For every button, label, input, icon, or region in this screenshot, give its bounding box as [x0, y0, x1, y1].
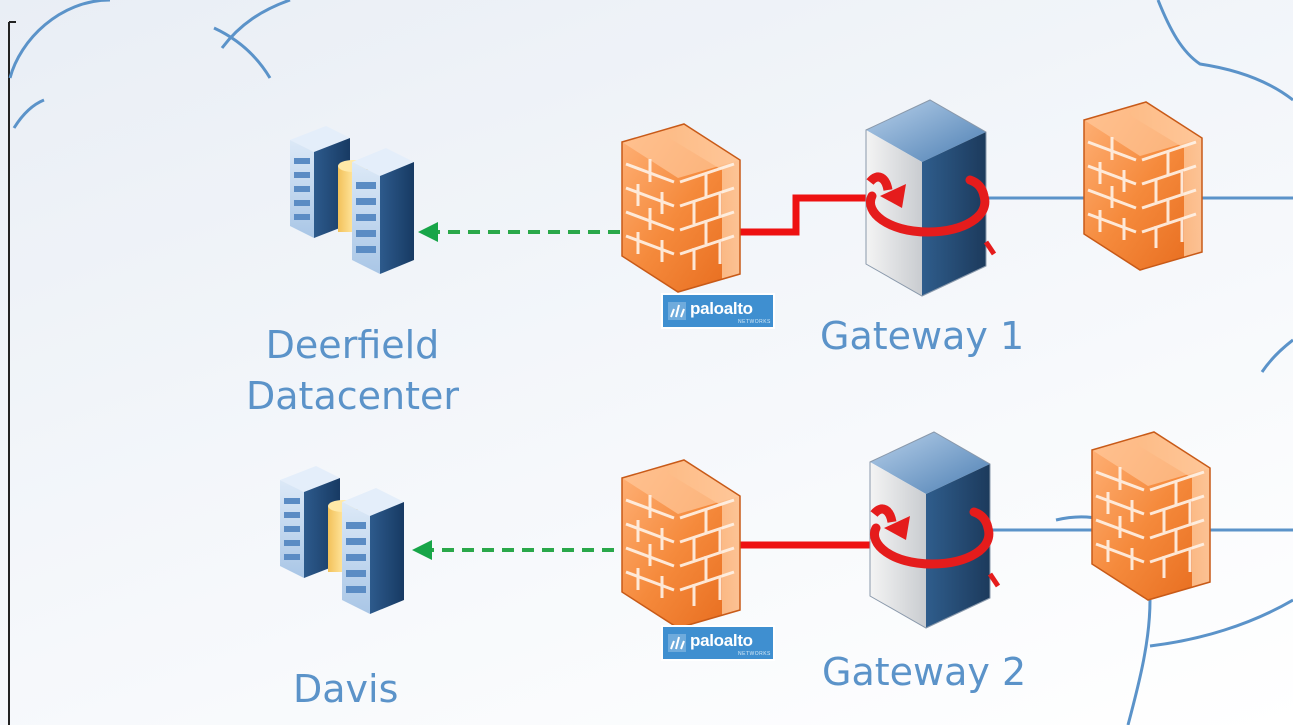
paloalto-logo-text-1: paloalto — [690, 299, 753, 318]
firewall-icon-deerfield — [620, 122, 742, 294]
gateway-label-1: Gateway 1 — [820, 314, 1025, 358]
firewall-icon-remote-2 — [1090, 430, 1212, 602]
site-label-deerfield: Deerfield Datacenter — [246, 323, 459, 419]
paloalto-logo-subtext-2: NETWORKS — [738, 651, 771, 657]
gateway-router-icon-1 — [866, 100, 994, 296]
cloud-outline — [8, 0, 1293, 725]
paloalto-logo-1 — [661, 293, 775, 329]
paloalto-logo-text-2: paloalto — [690, 631, 753, 650]
wan-links — [984, 196, 1293, 532]
paloalto-logo-subtext-1: NETWORKS — [738, 319, 771, 325]
gateway-label-2: Gateway 2 — [822, 650, 1027, 694]
gateway-links — [736, 194, 880, 549]
firewall-icon-remote-1 — [1082, 100, 1204, 272]
server-cluster-icon-deerfield — [290, 126, 414, 274]
gateway-router-icon-2 — [870, 432, 998, 628]
firewall-icon-davis — [620, 458, 742, 630]
paloalto-logo-2 — [661, 625, 775, 661]
site-label-davis: Davis — [293, 667, 399, 711]
server-cluster-icon-davis — [280, 466, 404, 614]
